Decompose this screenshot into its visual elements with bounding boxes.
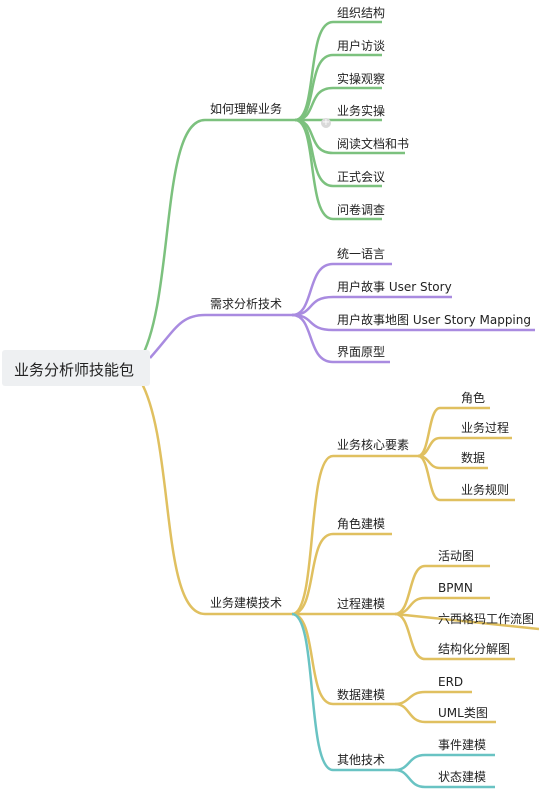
connector-leaf bbox=[291, 313, 390, 364]
root-node[interactable] bbox=[2, 350, 150, 386]
connector-leaf bbox=[294, 118, 382, 221]
sub-branch-label[interactable]: 角色建模 bbox=[337, 517, 386, 531]
branch-modeling-label[interactable]: 业务建模技术 bbox=[210, 596, 283, 610]
leaf-label[interactable]: 用户故事地图 User Story Mapping bbox=[337, 313, 531, 327]
branch-understand-label[interactable]: 如何理解业务 bbox=[210, 102, 283, 116]
sub-branch-label[interactable]: 过程建模 bbox=[337, 597, 386, 611]
connector-leaf bbox=[394, 612, 539, 631]
connector-role bbox=[291, 532, 392, 616]
leaf-label[interactable]: 状态建模 bbox=[438, 770, 487, 784]
root-label: 业务分析师技能包 bbox=[14, 361, 135, 379]
leaf-label[interactable]: 阅读文档和书 bbox=[337, 137, 410, 151]
leaf-label[interactable]: 结构化分解图 bbox=[438, 642, 511, 656]
branch-requirements-connectors bbox=[149, 262, 535, 364]
connector-leaf bbox=[394, 612, 515, 661]
leaf-label[interactable]: 业务实操 bbox=[337, 104, 386, 118]
leaf-label[interactable]: UML类图 bbox=[438, 706, 488, 720]
leaf-label[interactable]: 活动图 bbox=[438, 549, 475, 563]
sub-branch-label[interactable]: 其他技术 bbox=[337, 753, 386, 767]
leaf-label[interactable]: 角色 bbox=[461, 391, 486, 405]
leaf-label[interactable]: ERD bbox=[438, 675, 464, 689]
connector-leaf bbox=[394, 702, 496, 724]
connector-leaf bbox=[294, 20, 382, 122]
leaf-label[interactable]: 业务过程 bbox=[461, 421, 510, 435]
leaf-label[interactable]: 用户访谈 bbox=[337, 39, 386, 53]
connector-leaf bbox=[394, 564, 490, 616]
leaf-label[interactable]: 用户故事 User Story bbox=[337, 280, 452, 294]
leaf-label[interactable]: 事件建模 bbox=[438, 738, 487, 752]
connector-leaf bbox=[394, 768, 495, 789]
leaf-label[interactable]: BPMN bbox=[438, 581, 473, 595]
leaf-label[interactable]: 统一语言 bbox=[337, 247, 386, 261]
sub-branch-label[interactable]: 业务核心要素 bbox=[337, 438, 410, 452]
branch-modeling-connectors bbox=[138, 379, 539, 724]
connector-leaf bbox=[294, 53, 382, 122]
connector-leaf bbox=[291, 262, 392, 317]
connector-leaf bbox=[417, 454, 515, 502]
branch-understand-connectors bbox=[138, 20, 405, 361]
connector-leaf bbox=[394, 753, 495, 772]
connector-root-requirements bbox=[149, 313, 206, 359]
leaf-label[interactable]: 业务规则 bbox=[461, 483, 510, 497]
connector-other bbox=[291, 612, 395, 772]
branch-other-connectors bbox=[291, 612, 495, 789]
connector-leaf bbox=[294, 86, 382, 122]
leaf-label[interactable]: 组织结构 bbox=[337, 6, 386, 20]
plus-circle-icon[interactable]: + bbox=[321, 117, 331, 128]
leaf-label[interactable]: 界面原型 bbox=[337, 345, 386, 359]
leaf-label[interactable]: 数据 bbox=[461, 451, 486, 465]
branch-requirements-label[interactable]: 需求分析技术 bbox=[210, 297, 283, 311]
leaf-label[interactable]: 正式会议 bbox=[337, 170, 386, 184]
leaf-label[interactable]: 六西格玛工作流图 bbox=[438, 612, 535, 626]
connector-leaf bbox=[394, 690, 472, 706]
connector-core bbox=[291, 454, 418, 616]
leaf-label[interactable]: 问卷调查 bbox=[337, 203, 386, 217]
sub-branch-label[interactable]: 数据建模 bbox=[337, 688, 386, 702]
connector-root-modeling bbox=[138, 379, 206, 616]
connector-root-understand bbox=[138, 118, 206, 361]
leaf-label[interactable]: 实操观察 bbox=[337, 72, 386, 86]
